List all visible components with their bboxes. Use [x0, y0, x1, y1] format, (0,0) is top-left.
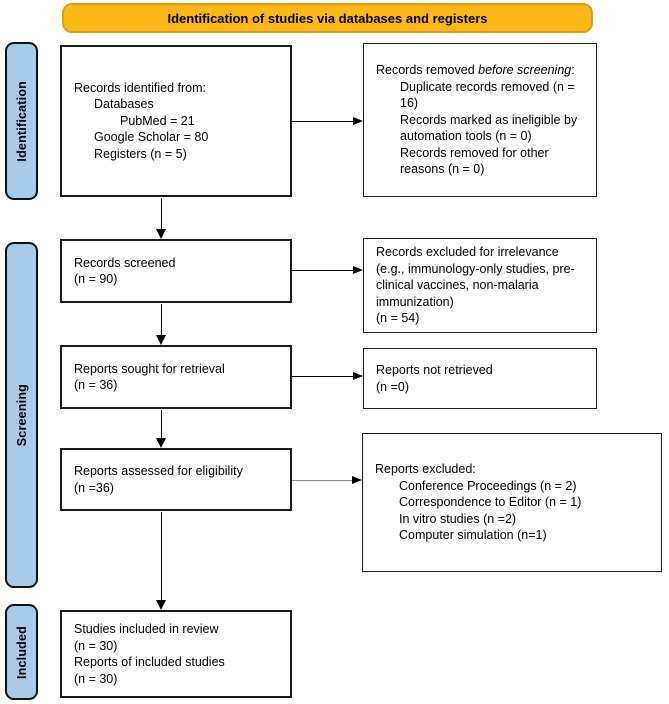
arrow-identified-to-removed	[292, 117, 363, 126]
title-italic: before screening	[478, 63, 572, 78]
box-line: Studies included in review	[74, 622, 219, 636]
arrow-line	[161, 198, 162, 230]
box-line: (n = 90)	[74, 272, 118, 286]
box-line: Reports of included studies	[74, 655, 225, 669]
box-reports-not-retrieved: Reports not retrieved (n =0)	[363, 348, 597, 409]
box-line: Records screened	[74, 255, 176, 270]
box-line: In vitro studies (n =2)	[399, 511, 517, 526]
box-line: Duplicate records removed (n = 16)	[400, 79, 575, 111]
arrow-head-icon	[156, 335, 166, 345]
arrow-line	[161, 512, 162, 601]
box-line: Records excluded for irrelevance (e.g., …	[376, 245, 575, 309]
arrow-head-icon	[353, 117, 363, 125]
box-line: Conference Proceedings (n = 2)	[399, 478, 577, 493]
box-records-identified: Records identified from: Databases PubMe…	[60, 45, 292, 197]
arrow-line	[161, 410, 162, 439]
phase-label-screening: Screening	[5, 242, 38, 588]
box-line: Databases	[94, 97, 154, 112]
box-title: Records removed before screening:	[376, 62, 588, 79]
arrow-head-icon	[156, 600, 166, 610]
box-line: (n = 30)	[74, 671, 118, 686]
arrow-assessed-to-included	[156, 512, 167, 610]
arrow-head-icon	[353, 372, 363, 380]
banner-label: Identification of studies via databases …	[167, 10, 488, 26]
box-line: Registers (n = 5)	[94, 146, 187, 161]
title-suffix: :	[571, 63, 575, 78]
phase-label-text: Included	[14, 625, 29, 679]
box-line: (n = 30)	[74, 638, 118, 653]
arrow-line	[292, 480, 353, 481]
box-records-screened: Records screened (n = 90)	[60, 239, 292, 303]
title-prefix: Records removed	[376, 63, 479, 78]
banner-title: Identification of studies via databases …	[62, 3, 593, 33]
box-reports-assessed: Reports assessed for eligibility (n =36)	[60, 448, 292, 511]
box-line: (n = 36)	[74, 378, 118, 392]
box-line: Records identified from:	[74, 80, 207, 95]
box-reports-sought: Reports sought for retrieval (n = 36)	[60, 345, 292, 409]
box-title: Reports excluded:	[375, 462, 476, 477]
arrow-screened-to-excluded	[292, 266, 363, 275]
box-line: (n =0)	[376, 379, 410, 394]
box-line: PubMed = 21	[120, 113, 195, 128]
arrow-head-icon	[156, 229, 166, 239]
box-records-removed: Records removed before screening: Duplic…	[363, 43, 597, 197]
box-line: Reports not retrieved	[376, 363, 493, 377]
arrow-line	[292, 270, 354, 271]
arrow-sought-to-notretrieved	[292, 372, 363, 381]
box-line: (n = 54)	[376, 311, 420, 326]
box-line: Reports sought for retrieval	[74, 361, 225, 376]
box-reports-excluded: Reports excluded: Conference Proceedings…	[362, 433, 662, 572]
arrow-line	[161, 304, 162, 336]
box-line: Google Scholar = 80	[94, 130, 209, 145]
arrow-line	[292, 376, 354, 377]
box-studies-included: Studies included in review (n = 30) Repo…	[60, 610, 292, 698]
arrow-head-icon	[156, 438, 166, 448]
box-records-excluded-irrelevance: Records excluded for irrelevance (e.g., …	[363, 238, 597, 333]
box-line: Correspondence to Editor (n = 1)	[399, 495, 582, 510]
arrow-identified-to-screened	[156, 198, 167, 239]
phase-label-text: Screening	[14, 383, 29, 447]
arrow-head-icon	[352, 476, 362, 484]
phase-label-identification: Identification	[5, 42, 38, 200]
box-line: Computer simulation (n=1)	[399, 528, 547, 543]
arrow-screened-to-sought	[156, 304, 167, 345]
phase-label-included: Included	[5, 604, 38, 700]
box-line: Records marked as ineligible by automati…	[400, 112, 578, 144]
arrow-sought-to-assessed	[156, 410, 167, 448]
arrow-line	[292, 121, 354, 122]
phase-label-text: Identification	[14, 80, 29, 162]
box-line: Records removed for other reasons (n = 0…	[400, 145, 549, 177]
box-line: (n =36)	[74, 480, 114, 495]
arrow-head-icon	[353, 266, 363, 274]
arrow-assessed-to-reportsexcluded	[292, 476, 362, 485]
box-line: Reports assessed for eligibility	[74, 464, 243, 478]
